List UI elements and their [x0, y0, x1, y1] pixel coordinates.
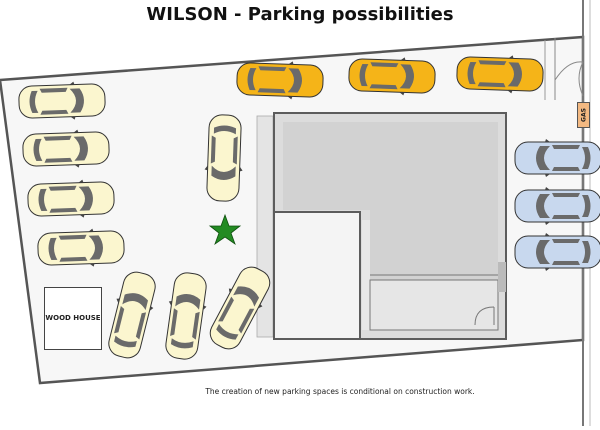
star-icon	[208, 213, 242, 246]
blue-cars	[514, 138, 600, 272]
footnote: The creation of new parking spaces is co…	[205, 387, 475, 396]
car-icon	[21, 128, 111, 170]
gas-label: GAS	[580, 108, 587, 122]
car-icon	[514, 232, 600, 272]
gas-meter-icon: GAS	[577, 102, 590, 128]
car-icon	[347, 55, 437, 97]
car-icon	[514, 138, 600, 178]
building	[256, 112, 507, 340]
gate	[554, 38, 584, 100]
car-icon	[26, 178, 116, 220]
car-icon	[36, 227, 126, 269]
car-icon	[17, 80, 107, 122]
car-icon	[514, 186, 600, 226]
page-title: WILSON - Parking possibilities	[146, 4, 454, 25]
car-icon	[235, 59, 325, 101]
car-icon	[203, 113, 245, 203]
wood-house: WOOD HOUSE	[44, 287, 102, 350]
car-icon	[455, 53, 545, 95]
